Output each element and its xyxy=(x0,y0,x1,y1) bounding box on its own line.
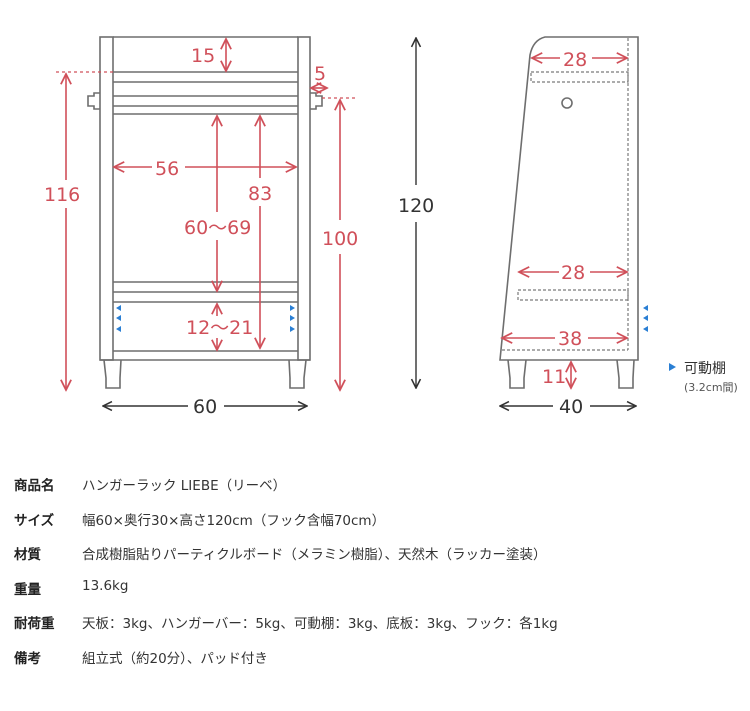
dim-total-height: 120 xyxy=(398,195,434,217)
side-foot-right xyxy=(616,359,635,389)
spec-value: 合成樹脂貼りパーティクルボード（メラミン樹脂）、天然木（ラッカー塗装） xyxy=(82,547,547,563)
side-foot-left xyxy=(507,359,527,389)
spec-row-size: サイズ 幅60×奥行30×高さ120cm（フック含幅70cm） xyxy=(14,509,734,544)
foot-left xyxy=(103,359,122,389)
spec-key: サイズ xyxy=(14,512,55,529)
dim-shelf-depth: 28 xyxy=(561,262,585,284)
hook-left xyxy=(87,92,100,110)
spec-row-load-capacity: 耐荷重 天板：3kg、ハンガーバー：5kg、可動棚：3kg、底板：3kg、フック… xyxy=(14,612,734,647)
front-view: 15 5 116 56 83 60〜69 12〜21 100 60 xyxy=(44,36,358,418)
dim-shelf-range-bottom: 12〜21 xyxy=(186,317,253,339)
spec-row-material: 材質 合成樹脂貼りパーティクルボード（メラミン樹脂）、天然木（ラッカー塗装） xyxy=(14,543,734,578)
legend: 可動棚 (3.2cm間) xyxy=(669,361,738,394)
spec-value: 天板：3kg、ハンガーバー：5kg、可動棚：3kg、底板：3kg、フック：各1k… xyxy=(82,616,558,632)
dim-leg-height: 11 xyxy=(542,366,566,388)
total-height-dimension: 120 xyxy=(398,38,434,388)
dim-total-width: 60 xyxy=(193,396,217,418)
spec-value: 組立式（約20分）、パッド付き xyxy=(82,650,268,667)
side-view: 28 28 38 11 40 xyxy=(500,36,648,418)
spec-key: 重量 xyxy=(14,581,41,598)
foot-right xyxy=(288,359,307,389)
dim-total-depth: 40 xyxy=(559,396,583,418)
dim-shelf-range-top: 60〜69 xyxy=(184,217,251,239)
dim-hook-depth: 5 xyxy=(314,63,326,85)
dim-inner-width: 56 xyxy=(155,158,179,180)
spec-row-weight: 重量 13.6kg xyxy=(14,578,734,613)
triangle-marker-icon xyxy=(669,363,676,371)
spec-table: 商品名 ハンガーラック LIEBE（リーベ） サイズ 幅60×奥行30×高さ12… xyxy=(14,474,734,681)
dim-bottom-depth: 38 xyxy=(558,328,582,350)
shelf-position-markers xyxy=(116,305,295,332)
hook-right xyxy=(310,92,323,110)
dim-hook-height: 100 xyxy=(322,228,358,250)
legend-label: 可動棚 xyxy=(684,361,726,377)
spec-key: 材質 xyxy=(14,547,41,563)
spec-row-product-name: 商品名 ハンガーラック LIEBE（リーベ） xyxy=(14,474,734,509)
spec-value: 13.6kg xyxy=(82,577,129,594)
spec-value: ハンガーラック LIEBE（リーベ） xyxy=(82,478,287,494)
spec-key: 商品名 xyxy=(14,478,55,494)
dim-top-gap: 15 xyxy=(191,45,215,67)
dimension-diagram: 15 5 116 56 83 60〜69 12〜21 100 60 xyxy=(44,36,738,418)
dim-total-hook-height: 116 xyxy=(44,184,80,206)
legend-note: (3.2cm間) xyxy=(684,381,738,394)
spec-key: 耐荷重 xyxy=(14,616,55,632)
spec-value: 幅60×奥行30×高さ120cm（フック含幅70cm） xyxy=(82,512,386,529)
dim-hanger-height: 83 xyxy=(248,183,272,205)
spec-row-notes: 備考 組立式（約20分）、パッド付き xyxy=(14,647,734,682)
spec-key: 備考 xyxy=(14,650,41,667)
dim-top-depth: 28 xyxy=(563,49,587,71)
